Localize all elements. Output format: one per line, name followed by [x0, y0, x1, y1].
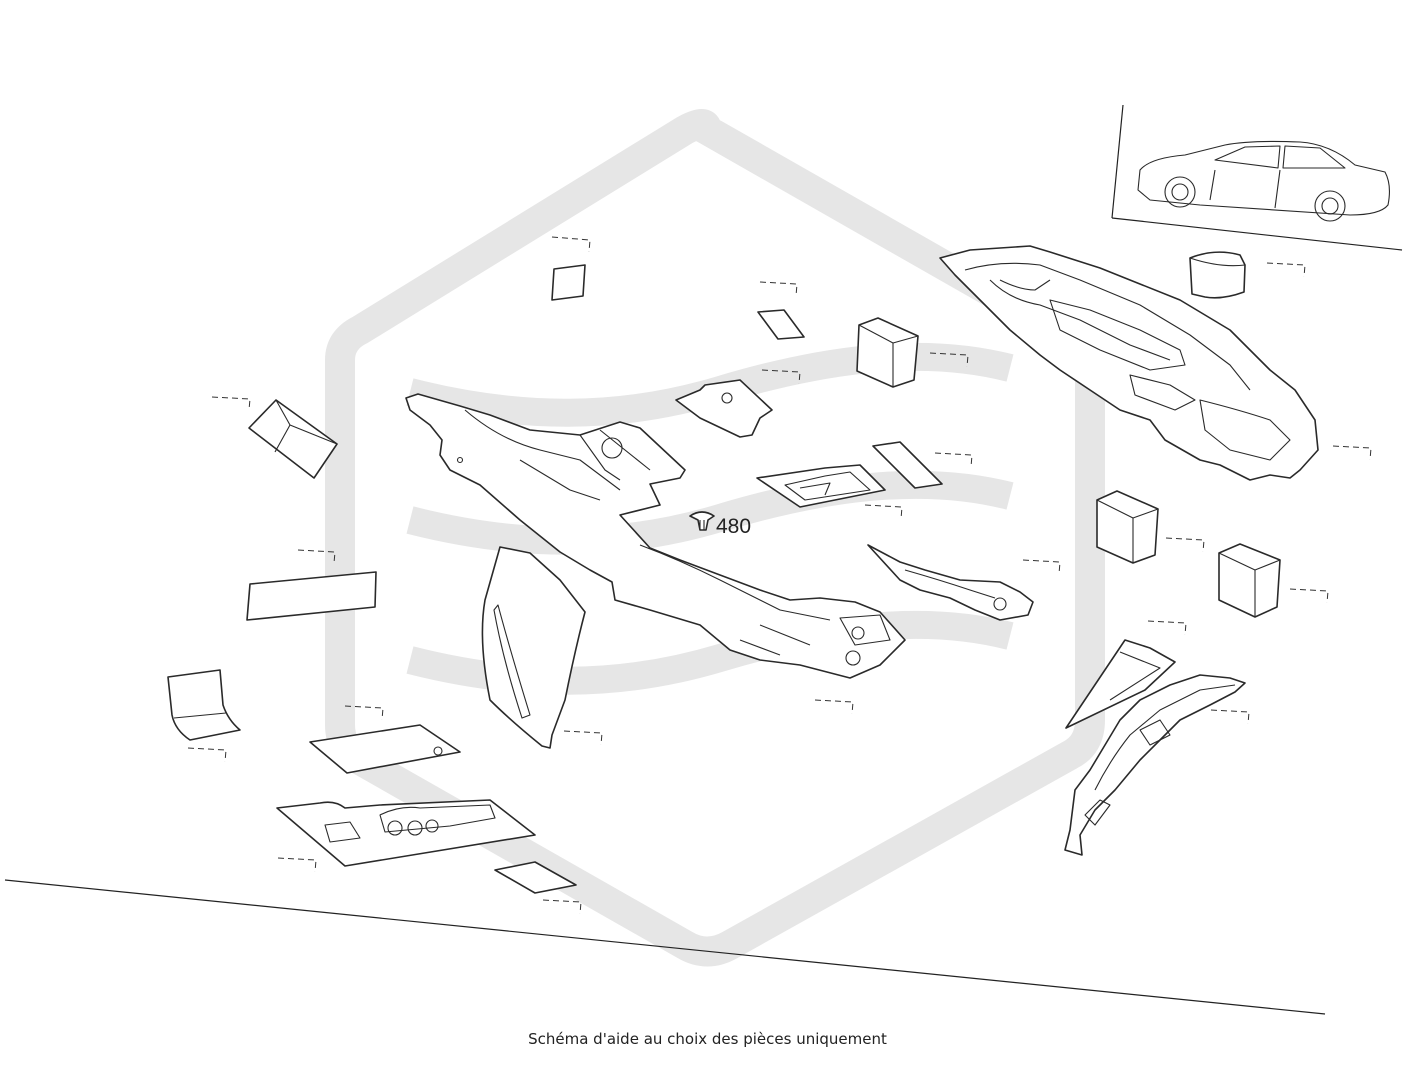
vehicle-sedan-thumbnail-icon — [1111, 104, 1403, 251]
angled-bracket — [867, 544, 1061, 621]
center-mat — [756, 464, 903, 520]
triangular-pad — [1065, 620, 1187, 729]
bracket-pad — [675, 369, 801, 438]
foam-block-right-2 — [1218, 543, 1329, 618]
main-floor-insulation — [405, 393, 906, 715]
foam-block-center — [856, 317, 969, 388]
flat-mat-left — [309, 705, 461, 774]
small-strip — [757, 281, 805, 340]
side-trim-panel — [481, 546, 603, 749]
foam-block-left — [211, 396, 338, 479]
square-insulation-pad — [551, 236, 591, 301]
foam-block-right-1 — [1096, 490, 1205, 564]
diagram-caption: Schéma d'aide au choix des pièces unique… — [528, 1030, 887, 1048]
small-pad-bottom — [494, 861, 582, 915]
floor-mat-large — [276, 799, 536, 873]
rectangular-pad-left — [246, 549, 377, 621]
curved-panel-left — [167, 669, 241, 763]
ground-reference-line — [4, 879, 1326, 1015]
clip-fastener-icon — [689, 511, 715, 531]
foam-block-top-right — [1189, 251, 1306, 299]
rear-floor-insulation — [939, 245, 1372, 481]
wheel-arch-insulation — [1064, 674, 1250, 856]
thin-strip-center — [872, 441, 973, 489]
part-number-label: 480 — [716, 515, 751, 538]
